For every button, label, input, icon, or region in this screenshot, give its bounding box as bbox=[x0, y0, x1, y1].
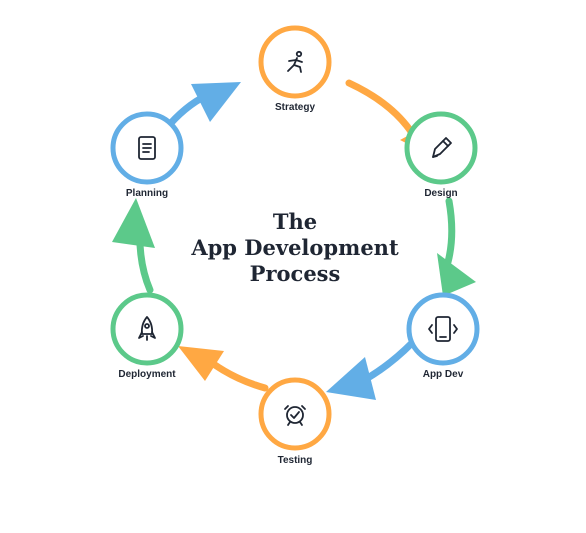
step-label: Deployment bbox=[118, 369, 176, 380]
clock-check-icon bbox=[284, 405, 306, 426]
diagram-title-line-3: Process bbox=[250, 261, 341, 286]
step-label: Planning bbox=[126, 188, 168, 199]
step-ring bbox=[404, 111, 478, 185]
diagram-title-line-1: The bbox=[273, 209, 317, 234]
step-label: Design bbox=[424, 188, 457, 199]
step-planning: Planning bbox=[110, 111, 184, 199]
step-label: Testing bbox=[278, 455, 313, 466]
person-sprint-icon bbox=[287, 50, 303, 73]
tablet-code-icon bbox=[428, 316, 458, 342]
rocket-icon bbox=[138, 316, 156, 341]
arrow-deployment-to-planning bbox=[112, 198, 155, 294]
arrow-design-to-appdev bbox=[437, 197, 476, 296]
step-app-dev: App Dev bbox=[406, 292, 480, 380]
arrow-planning-to-strategy bbox=[166, 82, 241, 128]
step-label: Strategy bbox=[275, 102, 315, 113]
step-testing: Testing bbox=[258, 377, 332, 466]
arrow-appdev-to-testing bbox=[326, 339, 416, 400]
step-design: Design bbox=[404, 111, 478, 199]
step-ring bbox=[406, 292, 480, 366]
step-deployment: Deployment bbox=[110, 292, 184, 380]
step-strategy: Strategy bbox=[258, 25, 332, 113]
step-label: App Dev bbox=[423, 369, 464, 380]
diagram-title-line-2: App Development bbox=[190, 235, 399, 260]
document-icon bbox=[138, 136, 156, 160]
step-ring bbox=[110, 292, 184, 366]
pen-icon bbox=[432, 137, 452, 158]
step-ring bbox=[258, 377, 332, 451]
arrow-testing-to-deployment bbox=[178, 346, 269, 392]
